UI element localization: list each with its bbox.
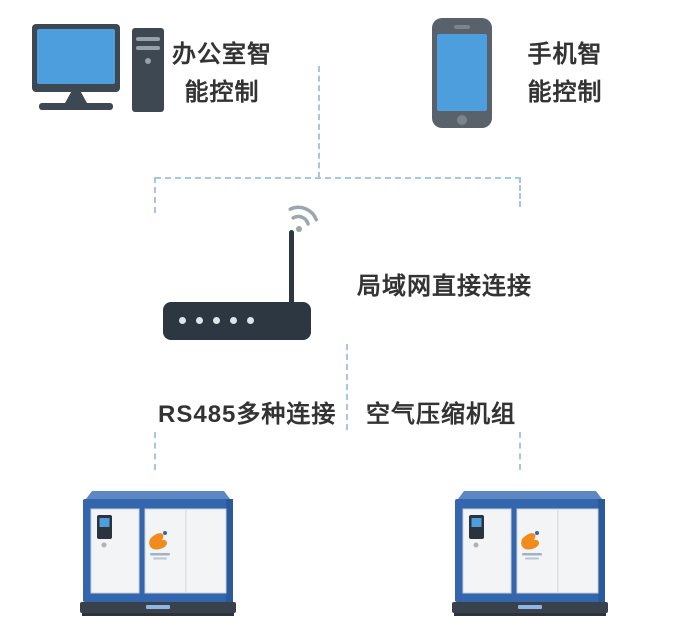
connector-right-drop (519, 177, 521, 207)
router-antenna (289, 230, 294, 306)
phone-speaker (454, 25, 470, 29)
rs485-connection-label: RS485多种连接 (158, 401, 337, 428)
connector-router-down (346, 344, 348, 430)
phone-screen (437, 34, 487, 111)
smartphone-icon (432, 18, 492, 128)
phone-home-button (457, 115, 467, 125)
connector-horizontal (155, 177, 521, 179)
router-led (196, 317, 203, 324)
mobile-control-label: 手机智能控制 (527, 41, 603, 106)
tower-drive-slot (136, 46, 160, 50)
wifi-router-icon (163, 200, 333, 342)
router-led (247, 317, 254, 324)
tower-power-button (145, 58, 151, 64)
monitor-stand-base (39, 103, 113, 110)
office-control-label: 办公室智能控制 (172, 41, 272, 106)
router-body (163, 302, 311, 340)
router-led (213, 317, 220, 324)
computer-tower (132, 28, 164, 112)
monitor-stand-neck (65, 92, 87, 103)
router-led (179, 317, 186, 324)
desktop-computer-icon (32, 24, 166, 124)
wifi-signal-icon (288, 205, 318, 232)
air-compressor-icon (80, 490, 236, 617)
connector-left-compressor (154, 432, 156, 470)
compressor-group-label: 空气压缩机组 (366, 401, 516, 428)
monitor-screen (37, 29, 115, 84)
connector-top-vertical (318, 66, 320, 178)
lan-connection-label: 局域网直接连接 (357, 273, 532, 300)
connector-right-compressor (519, 432, 521, 470)
tower-drive-slot (136, 37, 160, 41)
router-led (230, 317, 237, 324)
air-compressor-icon (452, 490, 608, 617)
monitor-frame (32, 24, 120, 92)
connector-left-drop (154, 177, 156, 213)
